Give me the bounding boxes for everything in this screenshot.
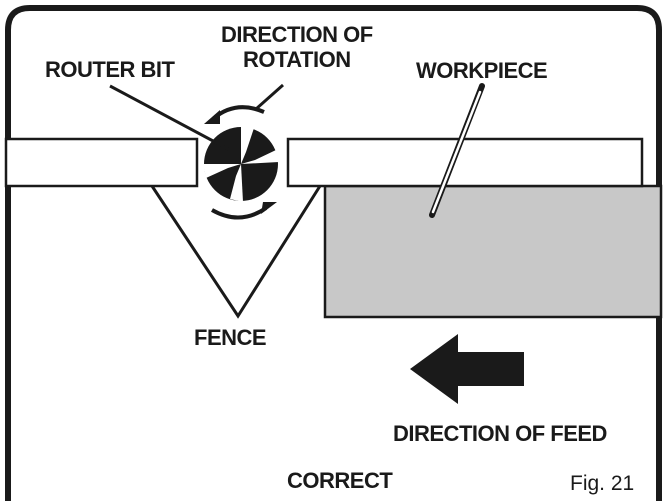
correct-label: CORRECT	[287, 468, 393, 493]
workpiece-label: WORKPIECE	[416, 58, 547, 83]
rotation-arrow-bottom-icon	[211, 202, 277, 220]
direction-of-feed-label: DIRECTION OF FEED	[393, 421, 607, 446]
diagram-frame	[5, 5, 662, 501]
workpiece-block	[323, 184, 663, 319]
rotation-leader-line	[255, 83, 284, 111]
fence-v-shape	[150, 185, 322, 319]
workpiece-leader-line	[429, 83, 485, 218]
fence-board-right	[286, 137, 644, 188]
figure-number-label: Fig. 21	[570, 472, 634, 495]
router-bit-leader-line	[109, 84, 231, 152]
router-bit-cutter-icon	[203, 126, 279, 202]
direction-of-rotation-label-line1: DIRECTION OF	[221, 22, 373, 47]
feed-arrow-left-icon	[410, 334, 524, 404]
rotation-arrow-top-icon	[204, 105, 265, 124]
direction-of-rotation-label-line2: ROTATION	[243, 47, 351, 72]
fence-label: FENCE	[194, 325, 266, 350]
fence-board-left	[4, 137, 199, 188]
router-bit-label: ROUTER BIT	[45, 57, 176, 82]
